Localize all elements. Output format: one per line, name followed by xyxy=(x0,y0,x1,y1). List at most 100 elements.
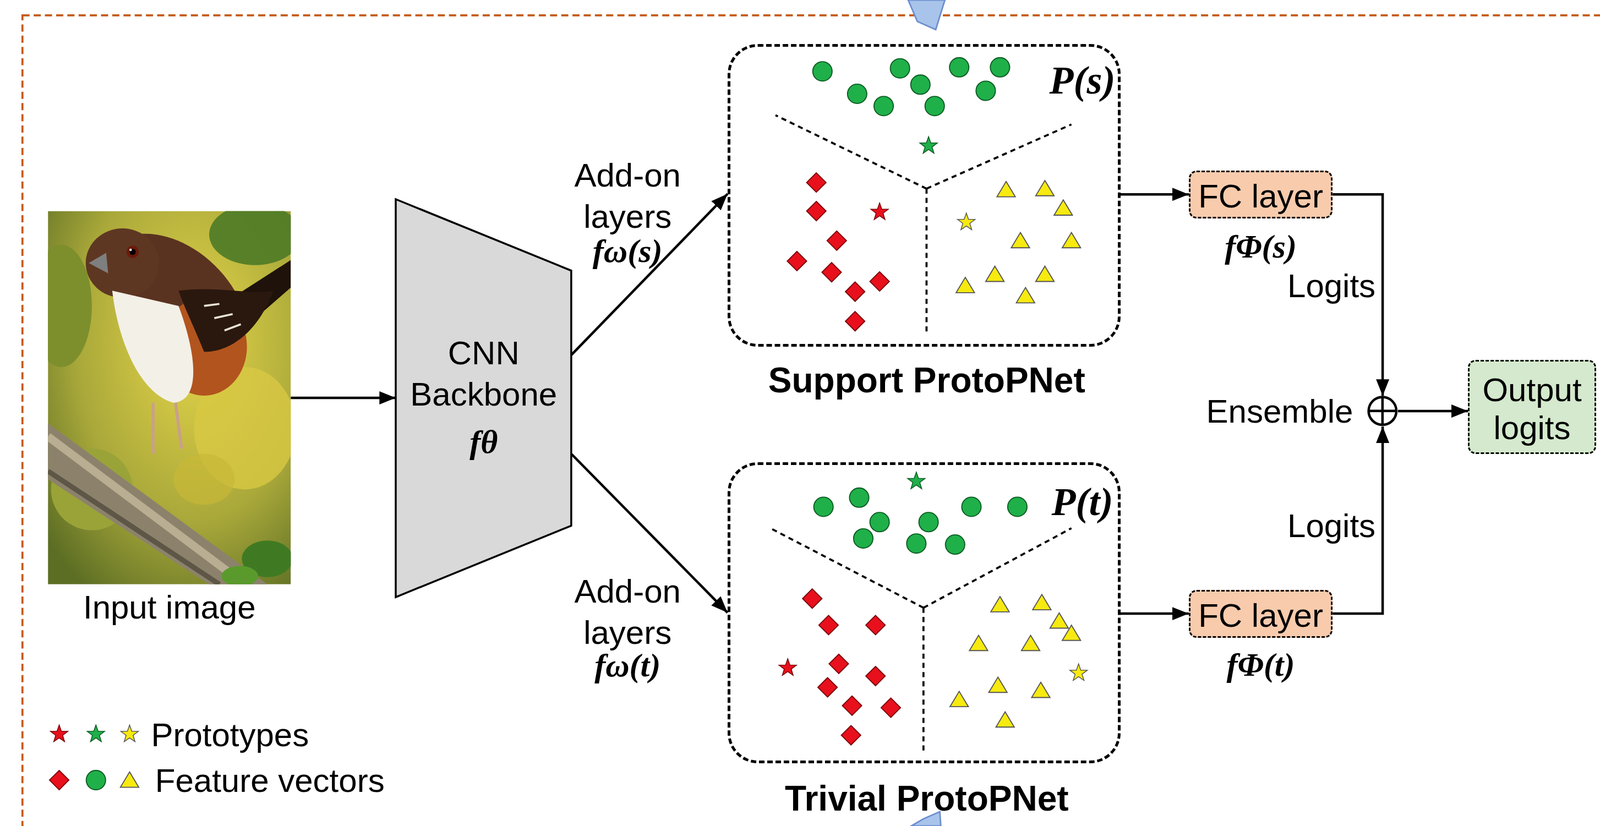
support-feature-space-part xyxy=(1035,266,1055,282)
math-symbol: fω(s) xyxy=(592,230,663,272)
support-feature-space-part xyxy=(827,231,847,251)
support-feature-space-part xyxy=(874,96,894,116)
trapezoid-shape xyxy=(395,199,572,598)
math-symbol: fΦ(s) xyxy=(1224,225,1297,267)
support-feature-space-part xyxy=(957,213,976,230)
trivial-feature-space-part xyxy=(907,472,926,489)
trivial-feature-space-part xyxy=(1062,625,1081,641)
bird-photo-part xyxy=(47,423,268,585)
bird-photo-part xyxy=(204,303,242,331)
outer-frame xyxy=(22,15,1600,826)
support-feature-space-part xyxy=(1016,287,1035,304)
support-feature-space-part xyxy=(1035,180,1055,196)
legend-text: Prototypes xyxy=(150,713,309,756)
support-feature-space-part xyxy=(890,58,910,79)
legend-samples-part xyxy=(86,725,105,742)
math-symbol: fω(t) xyxy=(594,644,661,686)
support-feature-space-part xyxy=(949,57,969,78)
legend-text: Feature vectors xyxy=(155,760,385,802)
support-feature-space-part xyxy=(975,80,996,101)
support-feature-space-part-part xyxy=(926,124,1072,189)
edge-label: Logits xyxy=(1287,265,1376,307)
support-feature-space-part xyxy=(845,281,865,302)
fc-layer-box: FC layerfΦ(t) xyxy=(1188,590,1333,638)
support-feature-space-part xyxy=(847,84,867,104)
trivial-feature-space-part xyxy=(945,534,965,555)
support-feature-space-part xyxy=(869,271,889,292)
support-feature-space-part xyxy=(1062,232,1081,249)
box-label: Output logits xyxy=(1475,370,1589,447)
arrow-connector xyxy=(1398,410,1468,413)
edge-label: Add-on layers xyxy=(561,570,694,654)
math-symbol: fθ xyxy=(469,421,498,463)
trivial-feature-space-part xyxy=(853,528,873,549)
image-node: Input image xyxy=(47,211,291,586)
support-feature-space-part xyxy=(806,201,827,221)
support-feature-space-part xyxy=(1054,199,1073,216)
bird-photo-part xyxy=(178,288,273,352)
trivial-feature-space-part xyxy=(1021,635,1040,651)
bird-photo-part xyxy=(126,246,139,259)
trivial-feature-space-part xyxy=(988,676,1007,693)
support-feature-space-part xyxy=(910,74,931,95)
support-feature-space-part-part xyxy=(775,115,927,189)
trivial-feature-space-part xyxy=(1031,682,1050,698)
support-feature-space-part xyxy=(985,266,1004,282)
support-feature-space-part xyxy=(956,277,975,293)
trivial-feature-space-part xyxy=(969,635,988,651)
support-feature-space-part-part xyxy=(925,188,928,335)
support-feature-space-part xyxy=(775,115,1072,335)
block-label: CNN Backbone xyxy=(403,332,564,415)
bird-photo-part xyxy=(151,402,155,455)
trivial-feature-space xyxy=(770,472,1088,755)
trivial-feature-space-part xyxy=(949,691,969,707)
bird-photo-part xyxy=(173,454,235,506)
legend-samples-part xyxy=(120,772,139,788)
edge-label: Add-on layers xyxy=(561,154,694,238)
trivial-feature-space-part xyxy=(770,528,1072,755)
bird-photo-part xyxy=(47,436,245,585)
trivial-feature-space-part-part xyxy=(922,607,925,755)
protopnet-box: Trivial ProtoPNetP(t) xyxy=(727,462,1121,764)
support-feature-space-part xyxy=(925,96,945,116)
support-feature-space-part xyxy=(845,311,865,331)
bird-photo-part xyxy=(129,248,132,251)
math-symbol: P(s) xyxy=(1049,55,1116,106)
protopnet-box: Support ProtoPNetP(s) xyxy=(727,44,1121,348)
support-feature-space-part xyxy=(1011,232,1030,249)
trivial-feature-space-part xyxy=(906,533,926,554)
arrow-connector xyxy=(290,396,396,400)
trivial-feature-space-part xyxy=(802,588,822,609)
support-feature-space-part xyxy=(812,61,833,81)
trivial-feature-space-part xyxy=(841,725,861,745)
box-label: FC layer xyxy=(1198,177,1324,216)
bird-photo-part xyxy=(85,228,160,298)
trivial-feature-space-part xyxy=(1069,663,1088,681)
math-symbol: P(t) xyxy=(1051,477,1114,527)
legend-samples-part xyxy=(86,770,106,790)
trivial-feature-space-part xyxy=(849,488,869,508)
trivial-feature-space-part xyxy=(1032,594,1051,610)
circle-outline xyxy=(1367,395,1399,427)
trivial-feature-space-part xyxy=(778,658,797,676)
bird-photo-part xyxy=(112,290,194,403)
trivial-feature-space-part xyxy=(865,666,886,686)
legend-samples-part xyxy=(50,725,69,742)
ensemble-circle: Ensemble xyxy=(1367,395,1399,427)
box-label: FC layer xyxy=(1198,596,1324,635)
support-feature-space xyxy=(775,57,1081,335)
trivial-feature-space-part xyxy=(818,615,839,635)
support-feature-space-part xyxy=(806,172,827,193)
fc-layer-box: FC layerfΦ(s) xyxy=(1188,170,1333,219)
trivial-feature-space-part xyxy=(817,677,838,697)
legend-samples-part xyxy=(49,770,69,790)
trivial-feature-space-part-part xyxy=(770,528,924,609)
plus-sign xyxy=(1368,397,1397,425)
bird-photo-part xyxy=(175,402,182,449)
backbone-trapezoid: CNN Backbone fθ xyxy=(395,199,572,598)
bird-photo-part xyxy=(47,244,92,368)
trivial-feature-space-part xyxy=(995,711,1014,728)
trivial-feature-space-part xyxy=(842,696,862,716)
trivial-feature-space-part xyxy=(1007,497,1028,517)
